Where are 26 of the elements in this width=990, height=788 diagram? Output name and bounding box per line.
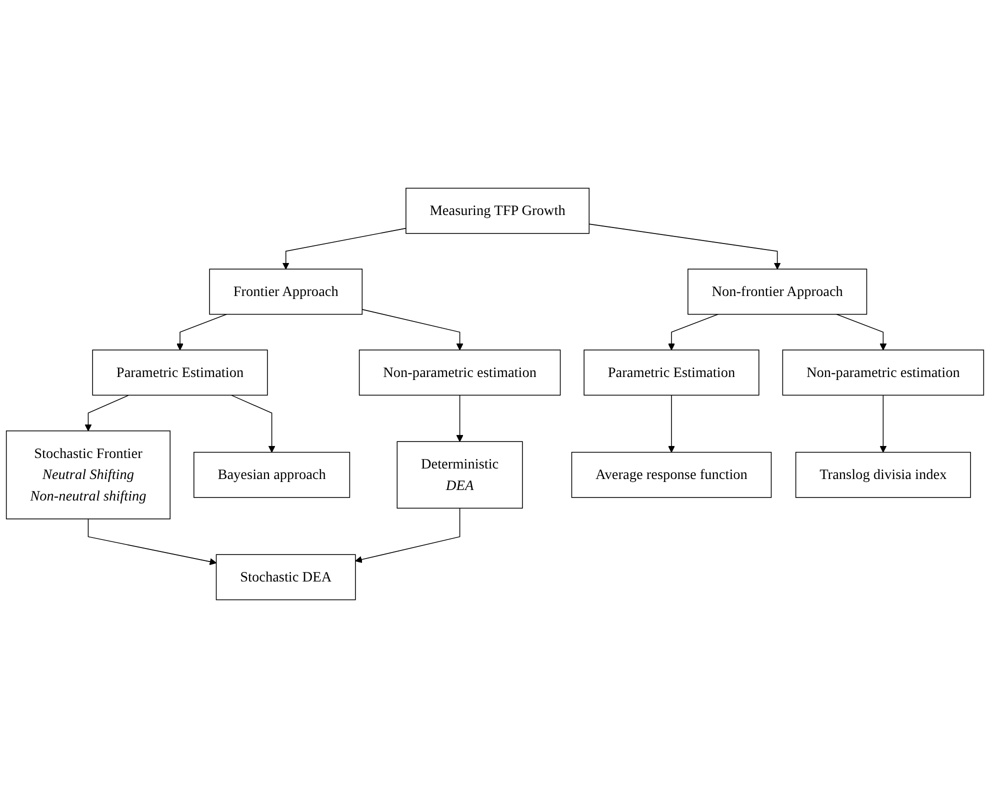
- node-box: Non-parametric estimation: [358, 350, 561, 396]
- node-box: Frontier Approach: [209, 268, 363, 315]
- node-box: Parametric Estimation: [584, 350, 760, 396]
- node-box: Parametric Estimation: [92, 350, 268, 396]
- node-box: Non-parametric estimation: [782, 350, 984, 396]
- node-box: Translog divisia index: [795, 452, 971, 498]
- arrow: [836, 314, 887, 350]
- arrow: [84, 394, 130, 432]
- arrow: [588, 224, 781, 270]
- arrow: [88, 518, 217, 566]
- node-box: Average response function: [571, 452, 772, 498]
- node-box: Stochastic Frontier Neutral Shifting Non-neutral shifting: [6, 430, 170, 520]
- arrow: [880, 394, 887, 453]
- node-box: Deterministic DEA: [396, 441, 523, 509]
- node-box: Stochastic DEA: [216, 554, 356, 600]
- arrow: [668, 314, 719, 350]
- arrow: [456, 394, 464, 442]
- arrow: [282, 228, 406, 270]
- arrow: [230, 394, 276, 453]
- arrow: [362, 309, 464, 350]
- node-box: Measuring TFP Growth: [406, 188, 590, 234]
- node-box: Non-frontier Approach: [688, 268, 868, 315]
- arrow: [176, 314, 228, 350]
- node-box: Bayesian approach: [194, 452, 350, 498]
- arrow: [668, 394, 675, 453]
- arrow: [355, 508, 460, 563]
